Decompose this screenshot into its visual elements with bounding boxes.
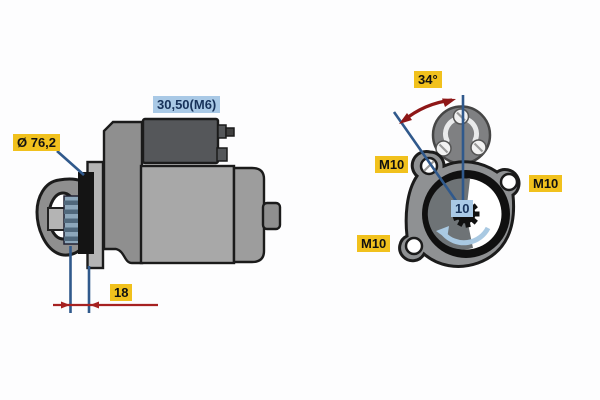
pinion-teeth-count-label: 10	[451, 200, 474, 217]
pinion-gear-side	[63, 195, 81, 245]
bolt-hole-slot	[423, 160, 435, 172]
cap-screw-icon	[452, 108, 470, 125]
drive-end-housing	[102, 120, 144, 265]
side-view-drawing	[35, 117, 282, 313]
rotation-arrow-icon	[436, 226, 491, 246]
solenoid-terminal-label: 30,50(M6)	[153, 96, 221, 113]
solenoid-terminal-stud	[225, 127, 235, 137]
rear-stud	[261, 201, 282, 231]
motor-body	[139, 164, 236, 265]
dimension-18-arrow-icon	[53, 301, 158, 309]
flange-diameter-label: Ø 76,2	[13, 134, 61, 151]
pinion-projection-label: 18	[110, 284, 133, 301]
diameter-leader-line	[56, 150, 85, 176]
bolt-thread-label-top-left: M10	[375, 156, 409, 173]
bolt-hole-right	[499, 172, 519, 192]
bolt-thread-label-right: M10	[529, 175, 563, 192]
tilted-reference-line	[392, 111, 461, 206]
angle-arrow-icon	[399, 98, 456, 124]
solenoid-terminal-base	[217, 124, 227, 139]
tilt-angle-label: 34°	[414, 71, 442, 88]
motor-end-cap	[232, 166, 266, 264]
flange-view-drawing	[392, 95, 521, 268]
solenoid-end-cap	[431, 105, 492, 165]
bolt-hole-bottom-left	[404, 236, 424, 256]
solenoid-lower-lug	[216, 147, 228, 162]
solenoid	[141, 117, 220, 165]
cap-screw-icon	[435, 140, 452, 157]
flange-face-band	[78, 172, 94, 254]
cap-screw-icon	[470, 139, 487, 156]
bolt-thread-label-bottom-left: M10	[357, 235, 391, 252]
